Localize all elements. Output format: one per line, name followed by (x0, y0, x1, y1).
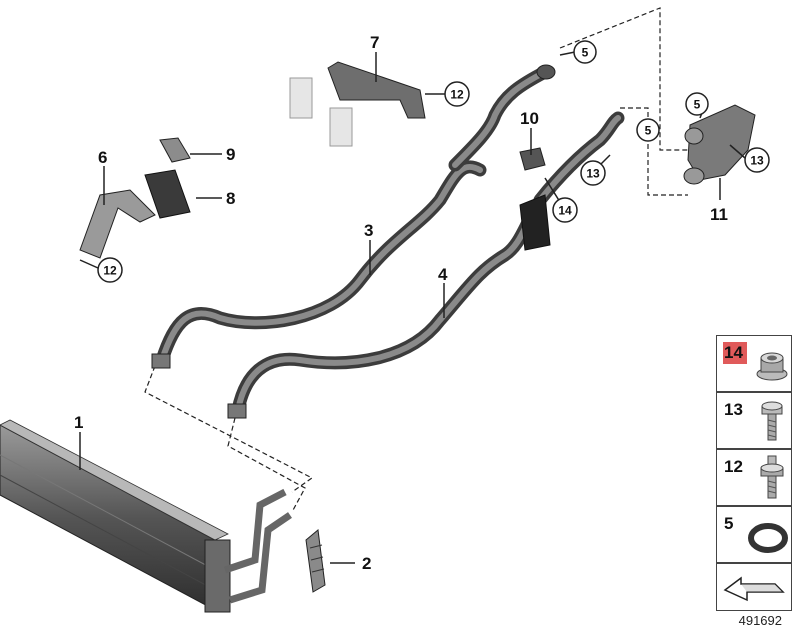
svg-text:5: 5 (582, 46, 589, 60)
reference-code: 491692 (738, 613, 782, 628)
svg-text:5: 5 (694, 98, 701, 112)
svg-text:12: 12 (450, 88, 464, 102)
bracket-part-6 (79, 189, 156, 259)
callout-1: 1 (74, 413, 83, 432)
circled-callout-12a: 12 (444, 81, 470, 107)
routing-dashed-lines (144, 7, 688, 513)
bracket-part-2 (305, 529, 326, 593)
callout-9: 9 (226, 145, 235, 164)
legend-number: 12 (724, 457, 743, 476)
legend-item-13: 13 (716, 392, 792, 449)
callout-3: 3 (364, 221, 373, 240)
legend-number: 13 (724, 400, 743, 419)
bracket-part-7 (289, 61, 426, 147)
circled-callout-5b: 5 (685, 92, 709, 116)
svg-text:5: 5 (645, 124, 652, 138)
legend-number: 5 (724, 514, 734, 533)
circled-callout-14: 14 (552, 197, 578, 223)
housing-part-11 (683, 104, 756, 185)
oil-cooler-part (0, 419, 292, 613)
hose-part-3 (151, 64, 556, 369)
callout-4: 4 (438, 265, 448, 284)
callout-2: 2 (362, 554, 371, 573)
svg-text:14: 14 (558, 204, 572, 218)
circled-callout-13b: 13 (580, 160, 606, 186)
circled-callout-13a: 13 (744, 147, 770, 173)
leader-lines (79, 51, 746, 564)
callout-11: 11 (710, 205, 728, 224)
callout-10: 10 (520, 109, 539, 128)
clip-part-9 (159, 137, 191, 163)
hex-bolt-icon (761, 401, 783, 441)
circled-callout-5c: 5 (636, 118, 660, 142)
flange-nut-icon (756, 352, 788, 381)
callout-7: 7 (370, 33, 379, 52)
svg-text:13: 13 (750, 154, 764, 168)
circled-callout-12b: 12 (97, 257, 123, 283)
hose-part-4 (227, 111, 625, 419)
bracket-part-10 (519, 147, 546, 171)
legend-item-12: 12 (716, 449, 792, 506)
legend-number-14-highlight (723, 342, 747, 364)
bracket-part-8 (144, 169, 191, 219)
legend-item-14: 14 (716, 335, 792, 392)
stud-bolt-icon (760, 455, 784, 499)
svg-text:13: 13 (586, 167, 600, 181)
callout-6: 6 (98, 148, 107, 167)
svg-text:12: 12 (103, 264, 117, 278)
arrow-plate-icon (723, 576, 785, 602)
callout-8: 8 (226, 189, 235, 208)
legend-number: 14 (724, 343, 743, 362)
legend-item-5: 5 (716, 506, 792, 563)
circled-callout-5a: 5 (573, 40, 597, 64)
o-ring-icon (748, 523, 788, 553)
legend-arrow-box (716, 563, 792, 611)
